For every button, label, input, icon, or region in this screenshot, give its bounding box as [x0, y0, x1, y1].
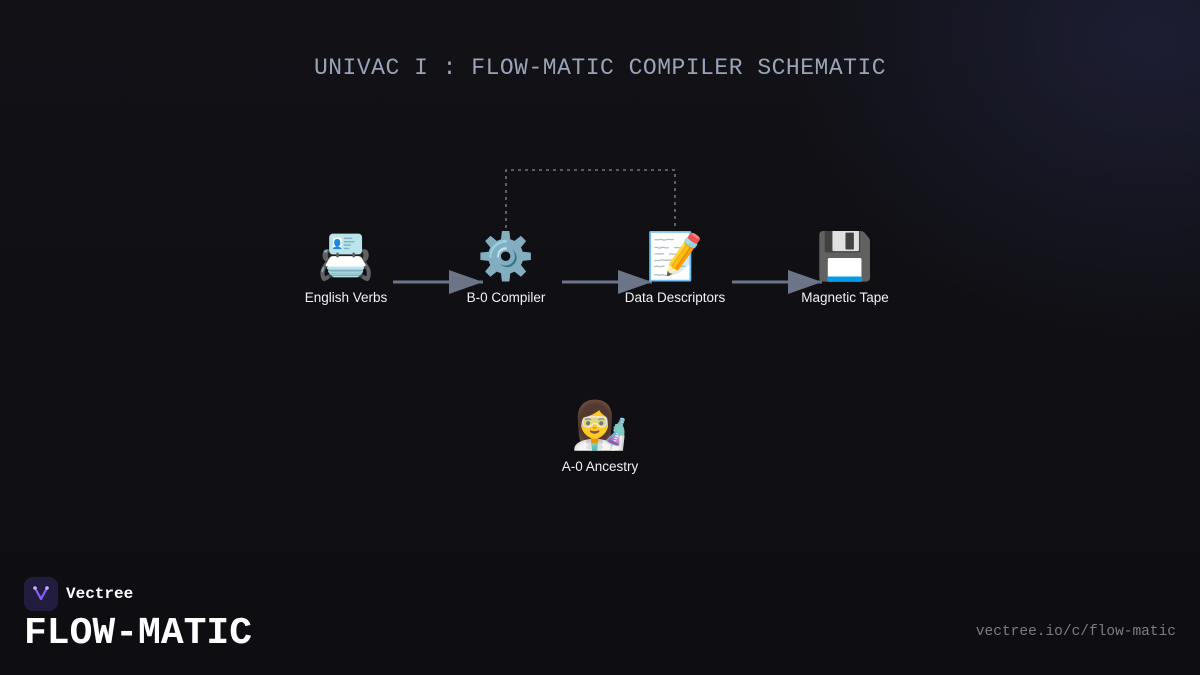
- node-a0-ancestry: 👩‍🔬 A-0 Ancestry: [520, 397, 680, 474]
- node-label: A-0 Ancestry: [561, 459, 639, 474]
- node-label: B-0 Compiler: [466, 290, 546, 305]
- scientist-icon: 👩‍🔬: [571, 398, 629, 452]
- brand-badge[interactable]: Vectree: [24, 577, 133, 611]
- arrowhead-compiler-to-descriptors: [618, 270, 652, 294]
- dashed-connector-b0-to-descriptors: [505, 169, 676, 228]
- node-magnetic-tape: 💾 Magnetic Tape: [765, 228, 925, 305]
- node-label: Magnetic Tape: [801, 290, 889, 305]
- page-url[interactable]: vectree.io/c/flow-matic: [975, 624, 1176, 640]
- product-name: FLOW-MATIC: [24, 612, 253, 655]
- diagram-title: UNIVAC I : FLOW-MATIC COMPILER SCHEMATIC: [313, 55, 887, 81]
- gear-icon: ⚙️: [477, 229, 535, 283]
- floppy-disk-icon: 💾: [816, 229, 874, 283]
- node-data-descriptors: 📝 Data Descriptors: [595, 228, 755, 305]
- node-english-verbs: 📇 English Verbs: [266, 228, 426, 305]
- memo-icon: 📝: [646, 229, 704, 283]
- brand-name: Vectree: [66, 585, 134, 603]
- vectree-logo-icon: [24, 577, 58, 611]
- arrowhead-verbs-to-compiler: [449, 270, 483, 294]
- node-b0-compiler: ⚙️ B-0 Compiler: [426, 228, 586, 305]
- node-label: English Verbs: [304, 290, 388, 305]
- node-label: Data Descriptors: [624, 290, 726, 305]
- card-index-icon: 📇: [317, 229, 375, 283]
- arrowhead-descriptors-to-tape: [788, 270, 822, 294]
